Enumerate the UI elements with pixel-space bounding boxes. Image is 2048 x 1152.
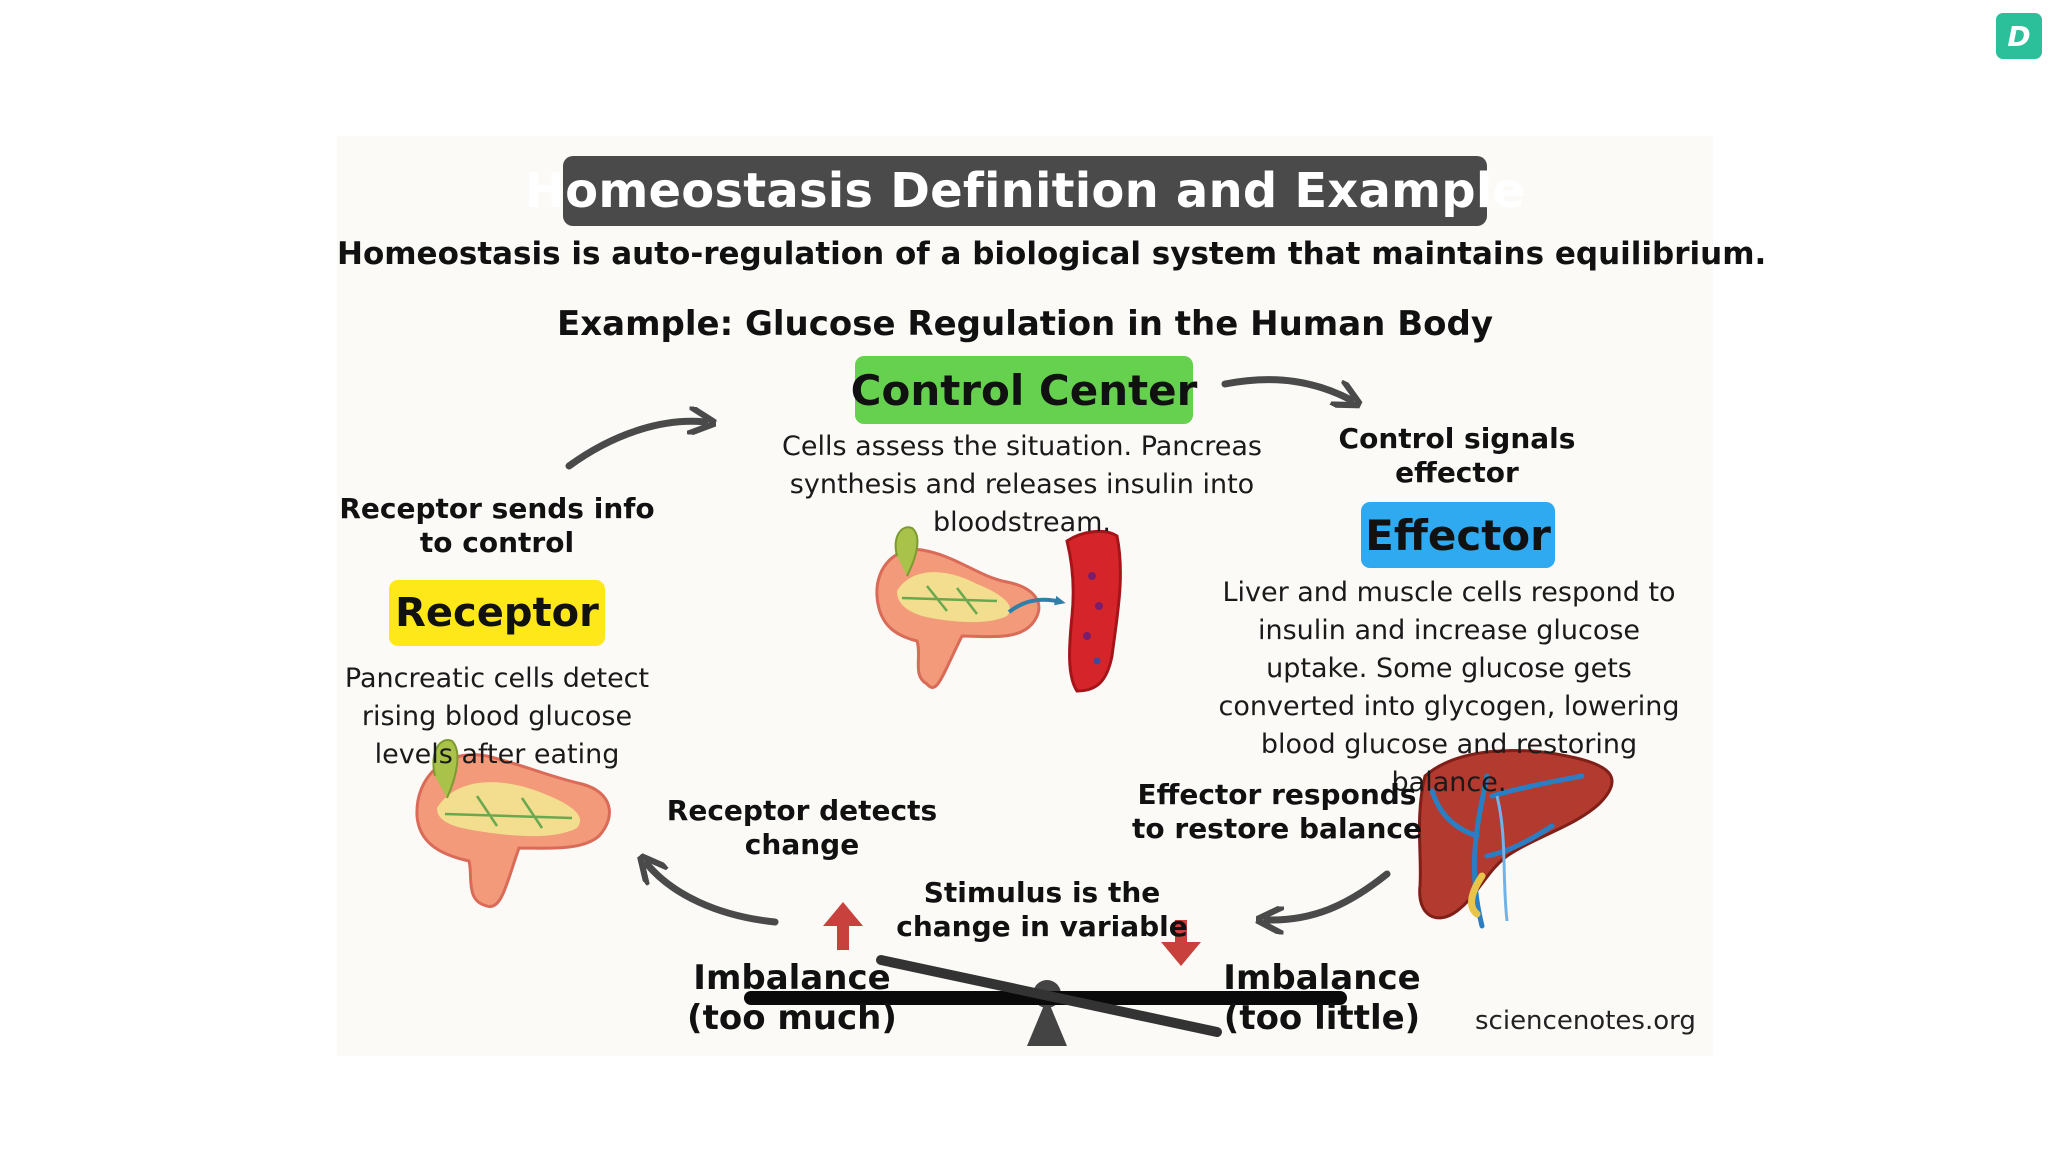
liver-illustration [1417,749,1614,929]
arrow-control-to-effector [1221,376,1351,400]
pancreas-vessel-illustration [875,526,1122,693]
effector-description: Liver and muscle cells respond to insuli… [1218,577,1680,798]
receptor-detects-label: Receptor detects change [666,794,938,861]
effector-response-label: Effector responds to restore balance [1132,778,1422,845]
imbalance-too-little-label: Imbalance (too little) [1223,958,1421,1038]
imbalance-too-much-label: Imbalance (too much) [687,958,897,1038]
diagram-graphics [415,376,1614,1046]
arrow-receptor-detects [647,864,779,926]
receptor-description: Pancreatic cells detect rising blood glu… [344,663,650,770]
arrow-effector-response [1267,870,1391,920]
arrow-receptor-to-control [565,421,705,470]
stimulus-label: Stimulus is the change in variable [896,876,1188,943]
definition-text: Homeostasis is auto-regulation of a biol… [337,236,1767,272]
pancreas-illustration [415,739,611,908]
infographic-panel: Homeostasis Definition and Example Homeo… [337,136,1767,1056]
page-title: Homeostasis Definition and Example [525,156,1525,226]
example-heading: Example: Glucose Regulation in the Human… [556,304,1493,344]
app-logo-badge: D [1996,13,2042,59]
credit-text: sciencenotes.org [1475,1006,1696,1036]
down-arrow-icon [1161,920,1201,966]
receptor-to-control-label: Receptor sends info to control [339,492,655,559]
up-arrow-icon [823,902,863,950]
receptor-label: Receptor [389,580,605,646]
control-center-description: Cells assess the situation. Pancreas syn… [781,431,1262,538]
control-center-label: Control Center [851,356,1197,424]
logo-letter: D [2007,19,2031,53]
control-to-effector-label: Control signals effector [1338,422,1576,489]
effector-label: Effector [1361,502,1555,568]
seesaw-balance-icon [744,955,1347,1046]
